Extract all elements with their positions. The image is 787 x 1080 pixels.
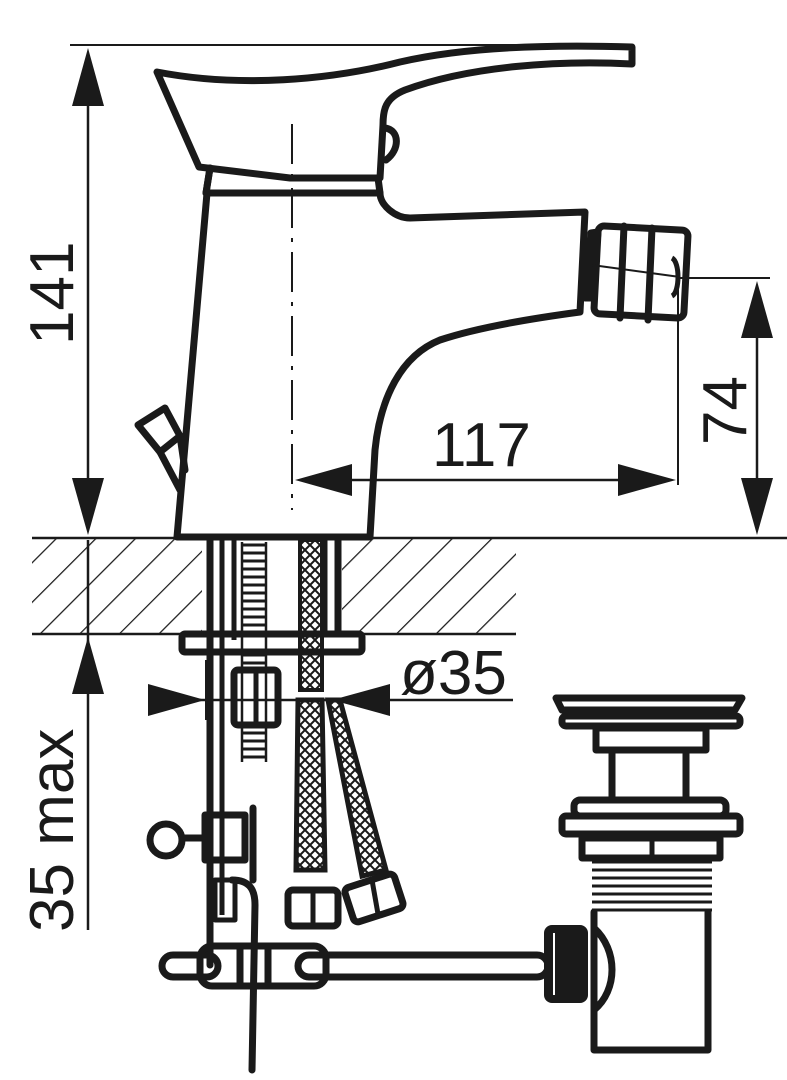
dimension-117: 117 <box>295 280 679 496</box>
pop-up-lift-knob <box>134 404 189 494</box>
dimension-74: 74 <box>680 277 773 535</box>
dimension-141: 141 <box>18 44 632 535</box>
aerator-nozzle <box>581 222 692 324</box>
lever-handle <box>153 42 636 182</box>
dimension-label-74: 74 <box>691 376 760 445</box>
pop-up-waste-drain <box>544 694 746 1054</box>
linkage-rod <box>158 942 552 990</box>
dimension-label-141: 141 <box>18 242 87 345</box>
dimension-35-max: 35 max <box>18 540 104 932</box>
dimension-label-35-max: 35 max <box>18 729 87 932</box>
drain-threads <box>592 860 712 912</box>
faucet-body <box>173 124 589 541</box>
mounting-assembly <box>146 536 366 1074</box>
dimension-label-diameter: ø35 <box>400 639 507 708</box>
dimension-label-117: 117 <box>432 411 531 480</box>
dimension-diameter-35: ø35 <box>148 639 513 720</box>
countertop-section <box>32 536 787 636</box>
